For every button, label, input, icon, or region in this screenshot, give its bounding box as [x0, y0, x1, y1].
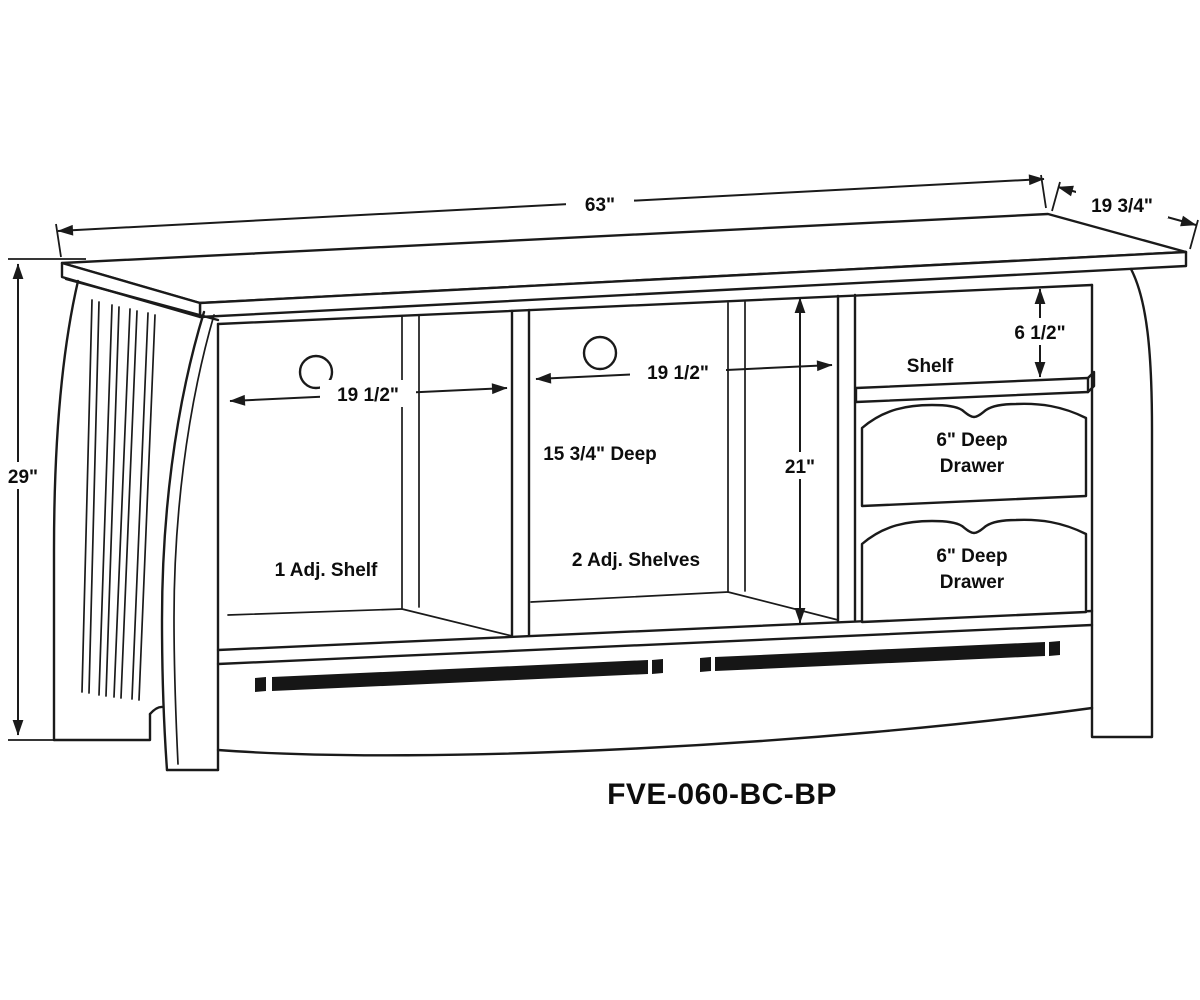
label-center-depth: 15 3/4" Deep	[543, 444, 657, 465]
skirt-bottom-arch	[216, 706, 1094, 757]
label-lower-drawer-line2: Drawer	[940, 572, 1005, 593]
right-divider-bottom-depth-line	[727, 591, 839, 621]
dim-interior-height: 21"	[774, 297, 826, 624]
left-divider	[510, 308, 531, 638]
upper-drawer-front	[860, 402, 1088, 508]
dimension-label: 21"	[785, 457, 815, 478]
label-upper-drawer-line1: 6" Deep	[936, 430, 1007, 451]
slat-line	[113, 308, 138, 699]
model-number: FVE-060-BC-BP	[607, 778, 837, 811]
right-bay	[854, 370, 1096, 624]
dimension-label-background	[320, 380, 416, 407]
top-panel	[60, 212, 1188, 319]
bottom-shelf-lower-edge	[216, 623, 1094, 666]
dimension-label: 19 1/2"	[337, 385, 399, 406]
carcass-top-edge	[216, 283, 1094, 326]
vent-segment	[255, 677, 266, 692]
slat-line	[131, 312, 156, 701]
vent-segment	[700, 657, 711, 672]
extension-line	[8, 258, 92, 741]
fixed-shelf-end	[1086, 370, 1096, 394]
dimension-arrow	[57, 174, 1045, 236]
left-bay-back-bottom-edge	[227, 608, 403, 616]
vent-segment	[652, 659, 663, 674]
left-divider-bottom-depth-line	[401, 608, 513, 637]
dimension-label: 19 3/4"	[1091, 196, 1153, 217]
front-leg-outer-curve	[160, 310, 206, 772]
label-lower-drawer-line1: 6" Deep	[936, 546, 1007, 567]
side-top-rail	[64, 277, 220, 322]
dim-center-opening-width: 19 1/2"	[535, 358, 833, 385]
side-foot	[52, 712, 152, 742]
side-arch	[148, 705, 165, 716]
dimension-label-background	[774, 452, 826, 479]
right-divider	[836, 293, 857, 623]
dimension-label: 6 1/2"	[1014, 323, 1065, 344]
dim-upper-right-opening: 6 1/2"	[1002, 288, 1078, 378]
left-divider-back-edge	[401, 314, 420, 609]
dim-overall-width: 63"	[55, 174, 1047, 258]
dim-overall-height: 29"	[0, 258, 92, 741]
dimension-label-background	[566, 190, 634, 218]
right-leg	[1090, 267, 1154, 739]
dimension-label-background	[1002, 318, 1078, 345]
dimension-label: 63"	[585, 195, 615, 216]
front-leg-inner-curve	[173, 314, 215, 765]
dimension-label-background	[630, 358, 726, 385]
dimension-label: 29"	[8, 467, 38, 488]
label-shelf: Shelf	[907, 356, 954, 377]
top-panel-left-edge	[60, 261, 202, 319]
lower-drawer-front	[860, 518, 1088, 624]
vent-grille	[255, 641, 1060, 692]
dimension-label-background	[0, 462, 46, 489]
vent-segment	[715, 642, 1045, 671]
dim-left-opening-width: 19 1/2"	[229, 380, 508, 407]
side-outer-edge	[52, 279, 80, 742]
vent-segment	[1049, 641, 1060, 656]
center-bay-back-bottom-edge	[530, 591, 729, 603]
label-left-bay: 1 Adj. Shelf	[275, 560, 378, 581]
label-center-bay: 2 Adj. Shelves	[572, 550, 700, 571]
cabinet-carcass	[216, 267, 1154, 772]
slat-line	[81, 299, 100, 694]
vent-segment	[272, 660, 648, 691]
label-upper-drawer-line2: Drawer	[940, 456, 1005, 477]
dim-overall-depth: 19 3/4"	[1051, 181, 1199, 250]
right-divider-back-edge	[727, 301, 746, 593]
dimension-label: 19 1/2"	[647, 363, 709, 384]
dimension-label-background	[1076, 191, 1168, 218]
slat-line	[98, 304, 120, 697]
cable-grommet-hole-icon	[582, 335, 618, 371]
fixed-shelf	[854, 376, 1090, 404]
left-side-panel	[52, 277, 220, 772]
